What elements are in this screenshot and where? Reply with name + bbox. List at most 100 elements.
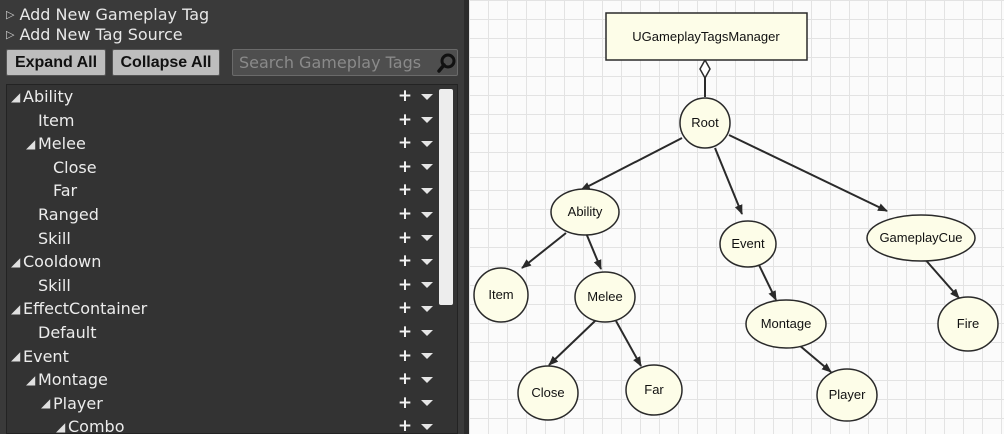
plus-icon[interactable]: + — [397, 298, 413, 319]
edge-root-gameplaycue — [728, 134, 888, 212]
tree-row[interactable]: Item + — [7, 109, 433, 132]
tag-name: Far — [53, 181, 78, 201]
plus-icon[interactable]: + — [397, 109, 413, 130]
add-new-tag-source-label: Add New Tag Source — [19, 24, 183, 44]
tree-row[interactable]: Close+ — [7, 156, 433, 179]
tree-row-label: ◢Event — [7, 347, 69, 366]
expanded-arrow-icon[interactable]: ◢ — [26, 372, 36, 387]
dropdown-arrow-icon[interactable] — [421, 235, 433, 242]
tree-row[interactable]: ◢Player + — [7, 392, 433, 415]
expanded-arrow-icon[interactable]: ◢ — [11, 89, 21, 104]
expanded-arrow-icon[interactable]: ◢ — [11, 349, 21, 364]
edge-melee-far — [615, 320, 642, 367]
tree-row[interactable]: ◢Melee+ — [7, 132, 433, 155]
dropdown-arrow-icon[interactable] — [421, 211, 433, 218]
dropdown-arrow-icon[interactable] — [421, 117, 433, 124]
tree-row[interactable]: ◢Event + — [7, 345, 433, 368]
tag-name: Combo — [68, 417, 125, 434]
plus-icon[interactable]: + — [397, 156, 413, 177]
manager-label: UGameplayTagsManager — [632, 29, 780, 44]
tree-row-label: ◢Player — [7, 394, 103, 413]
plus-icon[interactable]: + — [397, 227, 413, 248]
tree-row-label: ◢Montage — [7, 370, 108, 389]
tree-row[interactable]: ◢Montage + — [7, 368, 433, 391]
plus-icon[interactable]: + — [397, 369, 413, 390]
aggregation-diamond-icon — [699, 58, 711, 80]
row-controls: + — [397, 392, 433, 413]
plus-icon[interactable]: + — [397, 322, 413, 342]
expanded-arrow-icon[interactable]: ◢ — [41, 396, 51, 411]
tree-row[interactable]: Skill + — [7, 227, 433, 250]
node-gameplaycue: GameplayCue — [866, 214, 976, 262]
tree-row-label: Default — [7, 323, 96, 342]
tree-row[interactable]: Skill + — [7, 274, 433, 297]
expand-arrow-icon: ▷ — [6, 7, 15, 21]
node-player-label: Player — [829, 387, 867, 402]
plus-icon[interactable]: + — [397, 86, 413, 106]
plus-icon[interactable]: + — [397, 392, 413, 413]
expanded-arrow-icon[interactable]: ◢ — [56, 419, 66, 434]
tree-row[interactable]: Default + — [7, 321, 433, 344]
plus-icon[interactable]: + — [397, 133, 413, 154]
edge-ability-melee — [585, 232, 602, 270]
plus-icon[interactable]: + — [397, 274, 413, 295]
dropdown-arrow-icon[interactable] — [421, 329, 433, 336]
row-controls: + — [397, 416, 433, 434]
dropdown-arrow-icon[interactable] — [421, 423, 433, 430]
expanded-arrow-icon[interactable]: ◢ — [11, 254, 21, 269]
node-melee: Melee — [574, 271, 636, 323]
dropdown-arrow-icon[interactable] — [421, 164, 433, 171]
node-player: Player — [816, 368, 878, 422]
tag-name: Ranged — [38, 205, 99, 224]
search-icon[interactable] — [437, 51, 457, 75]
node-event: Event — [719, 220, 777, 268]
tag-name: Ability — [23, 87, 74, 106]
expanded-arrow-icon[interactable]: ◢ — [26, 136, 36, 151]
add-new-gameplay-tag[interactable]: ▷ Add New Gameplay Tag — [6, 4, 209, 24]
row-controls: + — [397, 345, 433, 366]
plus-icon[interactable]: + — [397, 204, 413, 224]
dropdown-arrow-icon[interactable] — [421, 305, 433, 312]
plus-icon[interactable]: + — [397, 180, 413, 201]
tag-name: Player — [53, 393, 103, 413]
tree-row[interactable]: Ranged + — [7, 203, 433, 226]
tree-row[interactable]: Far + — [7, 179, 433, 202]
tree-row-label: Skill — [7, 229, 71, 248]
tree-row-label: Item — [7, 111, 74, 130]
tag-name: Skill — [38, 275, 71, 295]
tree-row-label: ◢Ability — [7, 87, 73, 106]
dropdown-arrow-icon[interactable] — [421, 187, 433, 194]
node-far-label: Far — [644, 382, 664, 397]
plus-icon[interactable]: + — [397, 251, 413, 272]
tag-name: Montage — [38, 370, 108, 390]
expand-all-button[interactable]: Expand All — [6, 49, 106, 76]
dropdown-arrow-icon[interactable] — [421, 353, 433, 360]
plus-icon[interactable]: + — [397, 416, 413, 434]
tree-row[interactable]: ◢Cooldown+ — [7, 250, 433, 273]
row-controls: + — [397, 88, 433, 105]
dropdown-arrow-icon[interactable] — [421, 140, 433, 147]
dropdown-arrow-icon[interactable] — [421, 258, 433, 265]
node-event-label: Event — [731, 236, 765, 251]
dropdown-arrow-icon[interactable] — [421, 93, 433, 100]
row-controls: + — [397, 324, 433, 341]
row-controls: + — [397, 274, 433, 295]
node-fire: Fire — [937, 296, 999, 352]
tree-row[interactable]: ◢Ability + — [7, 85, 433, 108]
node-root-label: Root — [691, 115, 719, 130]
tree-row-label: ◢Combo — [7, 417, 125, 434]
dropdown-arrow-icon[interactable] — [421, 282, 433, 289]
edge-ability-item — [521, 232, 567, 269]
tree-row[interactable]: ◢Combo + — [7, 415, 433, 434]
expanded-arrow-icon[interactable]: ◢ — [11, 301, 21, 316]
scrollbar-thumb[interactable] — [439, 89, 453, 305]
row-controls: + — [397, 371, 433, 388]
tree-row[interactable]: ◢EffectContainer+ — [7, 297, 433, 320]
dropdown-arrow-icon[interactable] — [421, 376, 433, 383]
manager-node: UGameplayTagsManager — [605, 12, 808, 61]
collapse-all-button[interactable]: Collapse All — [112, 49, 220, 76]
dropdown-arrow-icon[interactable] — [421, 400, 433, 407]
search-input[interactable] — [233, 52, 437, 73]
plus-icon[interactable]: + — [397, 345, 413, 366]
add-new-tag-source[interactable]: ▷ Add New Tag Source — [6, 24, 183, 44]
